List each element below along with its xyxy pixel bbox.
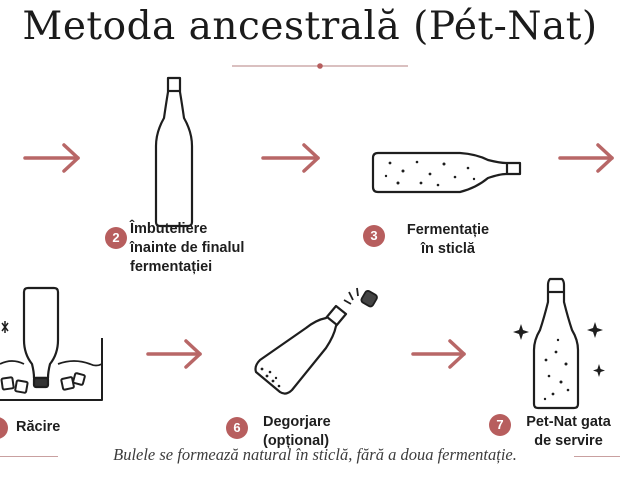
step-label: Degorjare (opțional) bbox=[263, 413, 331, 451]
bottle-fermenting-icon bbox=[371, 151, 522, 194]
inverted-bottle-icon bbox=[22, 286, 60, 389]
bubbles-icon bbox=[543, 338, 570, 401]
step-label-line: în sticlă bbox=[421, 241, 475, 257]
title-divider bbox=[232, 63, 408, 69]
popping-bottle-icon bbox=[254, 304, 348, 395]
sediment-icon bbox=[260, 367, 281, 388]
step-label: Fermentație în sticlă bbox=[392, 221, 504, 259]
step-label: Pet-Nat gata de servire bbox=[517, 413, 620, 451]
step-number-badge: 7 bbox=[489, 414, 511, 436]
footer-divider bbox=[0, 456, 58, 457]
step-label: Îmbuteliere înainte de finalul fermentaț… bbox=[130, 220, 244, 277]
empty-bottle-icon bbox=[154, 76, 194, 228]
page-title: Metoda ancestrală (Pét-Nat) bbox=[22, 4, 598, 49]
arrow-icon bbox=[261, 143, 320, 173]
step-label-line: Degorjare bbox=[263, 414, 331, 430]
step-label-line: Răcire bbox=[16, 419, 61, 435]
footer-divider bbox=[574, 456, 620, 457]
step-number-badge: 6 bbox=[226, 417, 248, 439]
step-label-line: Îmbuteliere bbox=[130, 221, 208, 237]
arrow-icon bbox=[146, 339, 202, 369]
cork-icon bbox=[343, 287, 378, 308]
cold-sparkle-icon bbox=[1, 321, 9, 333]
bubbles-icon bbox=[384, 160, 476, 187]
step-number-badge: 2 bbox=[105, 227, 127, 249]
step-label-line: (opțional) bbox=[263, 433, 330, 449]
step-label-line: înainte de finalul bbox=[130, 240, 245, 256]
arrow-icon bbox=[23, 143, 80, 173]
step-label-line: de servire bbox=[534, 433, 603, 449]
arrow-icon bbox=[558, 143, 614, 173]
step-label-line: Pet-Nat gata bbox=[526, 414, 611, 430]
step-number-badge bbox=[0, 417, 8, 439]
sparkle-icon bbox=[513, 322, 605, 377]
step-label: Răcire bbox=[16, 418, 60, 437]
footer-note: Bulele se formează natural în sticlă, fă… bbox=[113, 445, 517, 464]
ice-bath-icon bbox=[0, 338, 103, 401]
arrow-icon bbox=[411, 339, 466, 369]
step-label-line: Fermentație bbox=[406, 222, 490, 238]
step-label-line: fermentației bbox=[130, 259, 213, 275]
step-number-badge: 3 bbox=[363, 225, 385, 247]
petnat-bottle-icon bbox=[532, 277, 580, 410]
